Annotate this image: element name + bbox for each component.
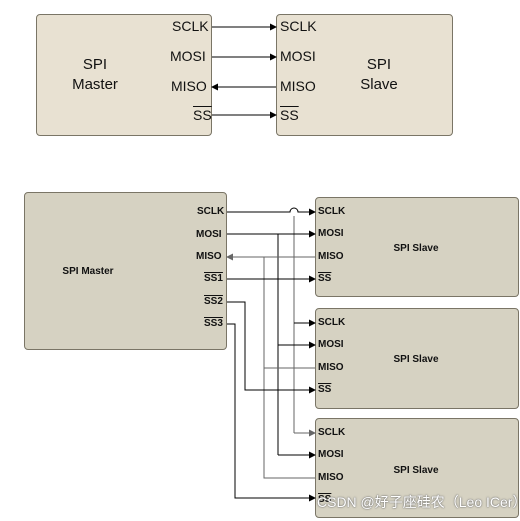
bottom-slave-2-pin-mosi: MOSI: [318, 339, 344, 350]
bottom-slave-1-box: SPI Slave: [315, 197, 519, 297]
wire-ss2: [227, 301, 316, 394]
bottom-slave-2-pin-sclk: SCLK: [318, 317, 346, 328]
bottom-master-box: SPI Master: [24, 192, 227, 350]
bottom-slave-3-box: SPI Slave: [315, 418, 519, 518]
top-slave-pin-mosi: MOSI: [280, 48, 316, 64]
top-slave-title: SPI Slave: [349, 55, 409, 95]
bottom-slave-1-pin-mosi: MOSI: [318, 228, 344, 239]
top-slave-title-line1: SPI: [366, 56, 392, 73]
bottom-master-pin-ss3: SS3: [204, 318, 223, 329]
top-master-box: SPI Master: [36, 14, 212, 136]
bottom-slave-1-title: SPI Slave: [393, 243, 439, 254]
bottom-slave-1-pin-sclk: SCLK: [318, 206, 346, 217]
top-slave-title-line2: Slave: [360, 76, 398, 93]
bottom-master-pin-miso: MISO: [196, 251, 222, 262]
watermark: CSDN @好子座硅农（Leo ICer）: [317, 494, 520, 510]
bottom-slave-3-pin-sclk: SCLK: [318, 427, 346, 438]
bottom-slave-3-title: SPI Slave: [393, 465, 439, 476]
top-master-pin-miso: MISO: [171, 78, 207, 94]
bus-miso-trunk: [263, 257, 315, 479]
bottom-slave-1-pin-ss: SS: [318, 273, 332, 284]
top-master-pin-mosi: MOSI: [170, 48, 206, 64]
top-master-title-line2: Master: [72, 76, 118, 93]
wire-ss3: [227, 323, 316, 502]
bottom-slave-1-pin-miso: MISO: [318, 251, 344, 262]
top-slave-box: SPI Slave: [276, 14, 453, 136]
bottom-slave-2-pin-miso: MISO: [318, 362, 344, 373]
top-master-pin-ss: SS: [193, 107, 212, 123]
bottom-master-title: SPI Master: [62, 266, 114, 277]
bottom-slave-3-pin-mosi: MOSI: [318, 449, 344, 460]
bottom-slave-3-pin-miso: MISO: [318, 472, 344, 483]
bottom-slave-2-pin-ss: SS: [318, 384, 332, 395]
bus-sclk-to-slave-1: [227, 207, 316, 216]
top-slave-pin-ss: SS: [280, 107, 299, 123]
bottom-master-pin-sclk: SCLK: [197, 206, 225, 217]
bottom-master-pin-mosi: MOSI: [196, 229, 222, 240]
top-slave-pin-sclk: SCLK: [280, 18, 317, 34]
bottom-slave-2-title: SPI Slave: [393, 354, 439, 365]
top-master-pin-sclk: SCLK: [172, 18, 209, 34]
bottom-slave-3-pin-ss: SS: [318, 494, 332, 505]
bottom-slave-2-box: SPI Slave: [315, 308, 519, 409]
bottom-master-pin-ss2: SS2: [204, 296, 223, 307]
top-master-title: SPI Master: [65, 55, 125, 95]
top-master-title-line1: SPI: [82, 56, 108, 73]
top-slave-pin-miso: MISO: [280, 78, 316, 94]
bottom-master-pin-ss1: SS1: [204, 273, 223, 284]
